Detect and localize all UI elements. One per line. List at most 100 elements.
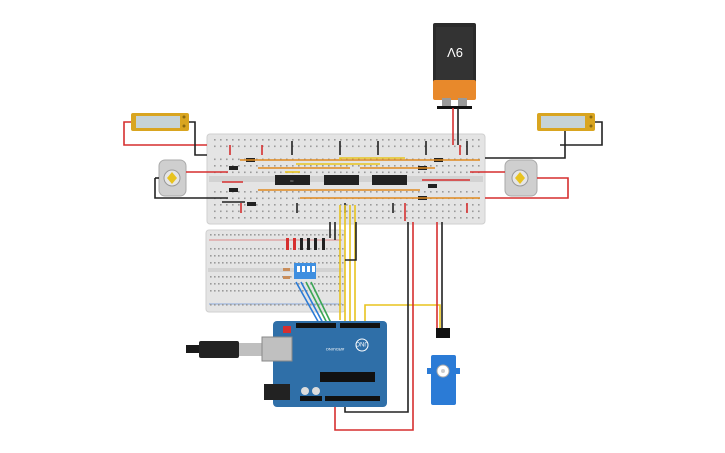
breadboard-hole <box>338 248 340 250</box>
breadboard-hole <box>346 210 348 213</box>
breadboard-hole <box>286 165 288 167</box>
breadboard-hole <box>290 248 292 250</box>
breadboard-hole <box>214 204 216 206</box>
breadboard-hole <box>318 283 320 285</box>
breadboard-hole <box>346 139 348 141</box>
breadboard-hole <box>238 139 240 141</box>
breadboard-hole <box>226 304 228 306</box>
breadboard-hole <box>322 290 324 292</box>
breadboard-hole <box>388 191 390 193</box>
ic-chip-3[interactable] <box>372 175 407 185</box>
breadboard-hole <box>226 248 228 250</box>
breadboard-hole <box>274 197 276 200</box>
breadboard-hole <box>478 204 480 206</box>
left-display-module[interactable] <box>131 113 189 131</box>
breadboard-hole <box>290 304 292 306</box>
ic-chip-2[interactable] <box>324 175 359 185</box>
breadboard-hole <box>314 234 316 236</box>
breadboard-hole <box>250 304 252 306</box>
breadboard-hole <box>322 262 324 264</box>
breadboard-hole <box>218 283 220 285</box>
breadboard-hole <box>226 204 228 206</box>
breadboard-hole <box>250 191 252 193</box>
breadboard-hole <box>334 217 336 219</box>
breadboard-hole <box>430 191 432 193</box>
breadboard-hole <box>460 217 462 219</box>
breadboard-hole <box>226 191 228 193</box>
breadboard-hole <box>278 290 280 292</box>
breadboard-hole <box>274 165 276 167</box>
breadboard-hole <box>242 262 244 264</box>
breadboard-hole <box>472 217 474 219</box>
servo-motor[interactable] <box>427 328 460 405</box>
breadboard-hole <box>412 145 414 148</box>
breadboard-hole <box>376 171 378 174</box>
breadboard-hole <box>322 145 324 148</box>
breadboard-hole <box>280 197 282 200</box>
breadboard-hole <box>478 165 480 167</box>
breadboard-hole <box>418 145 420 148</box>
breadboard-hole <box>430 145 432 148</box>
breadboard-hole <box>238 262 240 264</box>
breadboard-hole <box>342 234 344 236</box>
breadboard-hole <box>330 276 332 278</box>
breadboard-hole <box>214 304 216 306</box>
breadboard-hole <box>310 283 312 285</box>
breadboard-hole <box>266 276 268 278</box>
breadboard-hole <box>246 283 248 285</box>
breadboard-hole <box>334 262 336 264</box>
arduino-uno[interactable]: UNO ARDUINO <box>261 321 387 407</box>
breadboard-hole <box>328 165 330 167</box>
breadboard-hole <box>274 191 276 193</box>
breadboard-hole <box>250 248 252 250</box>
breadboard-hole <box>318 255 320 257</box>
breadboard-hole <box>238 234 240 236</box>
right-display-module[interactable] <box>537 113 595 131</box>
breadboard-hole <box>278 248 280 250</box>
breadboard-hole <box>424 171 426 174</box>
breadboard-hole <box>286 197 288 200</box>
right-dc-motor[interactable] <box>504 159 538 197</box>
breadboard-hole <box>232 158 234 161</box>
breadboard-hole <box>232 171 234 174</box>
breadboard-hole <box>232 210 234 213</box>
breadboard-hole <box>250 290 252 292</box>
breadboard-hole <box>328 210 330 213</box>
breadboard-hole <box>454 191 456 193</box>
breadboard-hole <box>294 290 296 292</box>
breadboard-hole <box>214 191 216 193</box>
breadboard-hole <box>214 158 216 161</box>
breadboard-hole <box>338 276 340 278</box>
breadboard-hole <box>478 191 480 193</box>
breadboard-hole <box>314 304 316 306</box>
breadboard-hole <box>220 204 222 206</box>
breadboard-hole <box>258 304 260 306</box>
breadboard-hole <box>258 248 260 250</box>
breadboard-hole <box>448 191 450 193</box>
battery-9v[interactable]: 9V <box>433 23 476 109</box>
breadboard-hole <box>274 171 276 174</box>
breadboard-hole <box>466 217 468 219</box>
ic-chip-1[interactable]: IC <box>275 175 310 185</box>
breadboard-hole <box>274 234 276 236</box>
breadboard-hole <box>210 255 212 257</box>
breadboard-hole <box>346 171 348 174</box>
breadboard-hole <box>424 210 426 213</box>
breadboard-hole <box>376 165 378 167</box>
breadboard-hole <box>290 276 292 278</box>
breadboard-hole <box>448 210 450 213</box>
breadboard-hole <box>220 191 222 193</box>
breadboard-hole <box>340 165 342 167</box>
breadboard-hole <box>328 191 330 193</box>
left-dc-motor[interactable] <box>158 159 187 197</box>
breadboard-hole <box>334 248 336 250</box>
breadboard-hole <box>280 191 282 193</box>
breadboard-hole <box>318 262 320 264</box>
breadboard-hole <box>262 204 264 206</box>
breadboard-hole <box>436 210 438 213</box>
breadboard-hole <box>342 276 344 278</box>
breadboard-hole <box>326 304 328 306</box>
dip-switch[interactable] <box>294 263 316 279</box>
breadboard-hole <box>352 210 354 213</box>
breadboard-hole <box>256 191 258 193</box>
